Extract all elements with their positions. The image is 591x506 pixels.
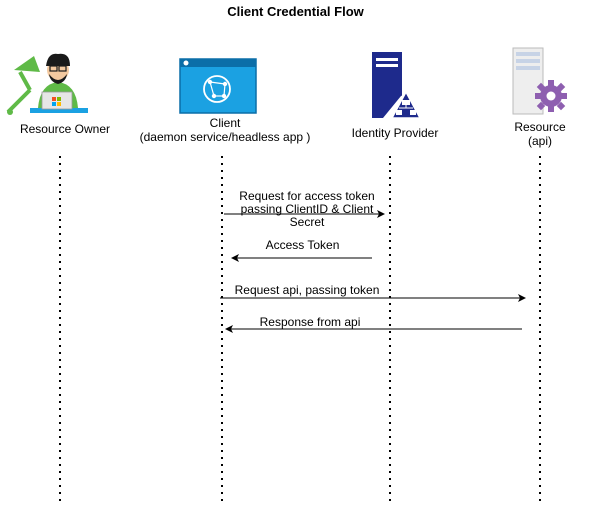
browser-network-icon (179, 58, 257, 114)
diagram-title: Client Credential Flow (227, 4, 364, 19)
message-label-response: Response from api (259, 315, 361, 329)
server-hierarchy-icon (372, 52, 422, 119)
developer-person-icon (6, 53, 88, 115)
actor-label-resource: Resource (api) (514, 120, 566, 148)
actor-label-identity-provider: Identity Provider (351, 126, 439, 140)
actor-label-resource-owner: Resource Owner (19, 122, 111, 136)
message-label-request-token: Request for access token passing ClientI… (239, 189, 375, 229)
message-label-request-api: Request api, passing token (234, 283, 380, 297)
message-label-access-token: Access Token (265, 238, 340, 252)
server-gear-icon (512, 47, 567, 115)
actor-label-client: Client (daemon service/headless app ) (139, 116, 311, 144)
